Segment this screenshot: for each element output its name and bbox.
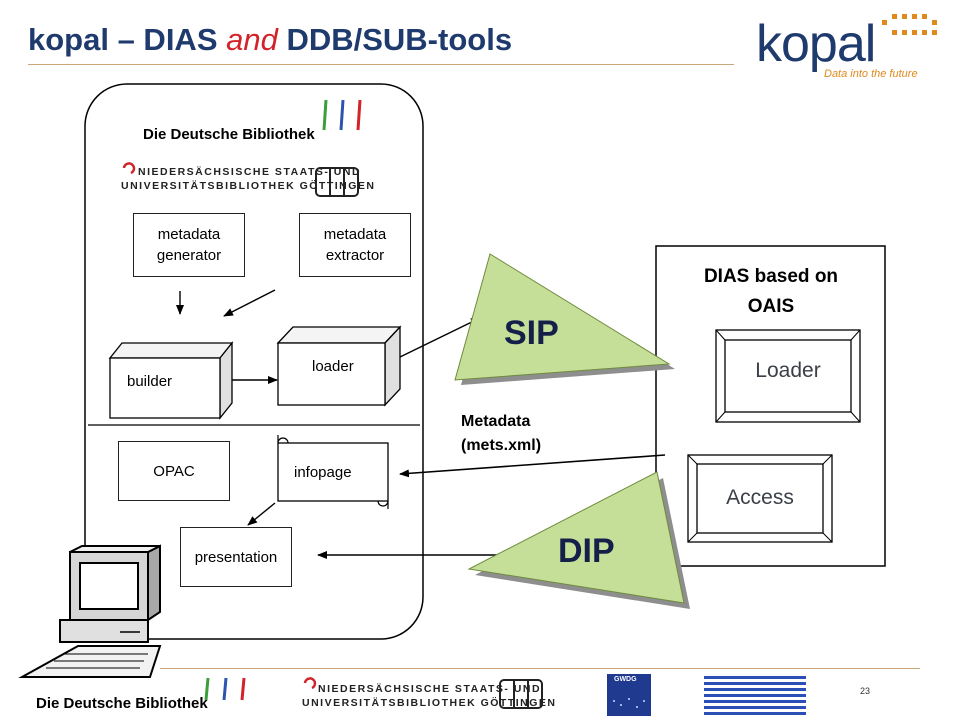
builder-box-3d [108, 341, 234, 420]
kopal-logo-dots-icon [882, 14, 937, 35]
ddb-logo-bars-icon [322, 99, 362, 131]
dias-access-frame [687, 454, 833, 543]
dias-title: DIAS based on OAIS [660, 262, 882, 322]
loader-label: loader [312, 358, 354, 375]
metadata-generator-line1: metadata [157, 226, 221, 243]
metadata-label: Metadata (mets.xml) [461, 410, 541, 458]
footer-sub-logo-icon [303, 677, 543, 709]
metadata-label-line1: Metadata [461, 413, 531, 430]
sub-logo-line1: NIEDERSÄCHSISCHE STAATS- UND [138, 166, 362, 178]
loader-box-3d [276, 325, 402, 407]
ddb-logo-name: Die Deutsche Bibliothek [143, 126, 315, 143]
footer-ddb-name: Die Deutsche Bibliothek [36, 695, 208, 712]
extractor-to-builder-arrow [223, 289, 276, 317]
kopal-logo: kopal Data into the future [756, 12, 946, 82]
page-title: kopal – DIAS and DDB/SUB-tools [28, 22, 512, 58]
dias-access-label: Access [726, 486, 794, 509]
dip-triangle [467, 471, 685, 604]
title-rule [28, 64, 734, 65]
presentation-label: presentation [194, 548, 278, 566]
sip-triangle [454, 253, 671, 381]
footer-sub-line1: NIEDERSÄCHSISCHE STAATS- UND [318, 683, 542, 695]
kopal-logo-word: kopal [756, 15, 876, 73]
title-suffix: DDB/SUB-tools [277, 22, 513, 57]
footer-sub-line2: UNIVERSITÄTSBIBLIOTHEK GÖTTINGEN [302, 697, 557, 709]
dip-label: DIP [558, 532, 615, 570]
computer-icon [18, 544, 162, 678]
metadata-extractor-line2: extractor [325, 247, 385, 264]
infopage-scroll-icon [277, 435, 389, 509]
dias-loader-frame [715, 329, 861, 423]
gwdg-logo-icon [607, 674, 651, 716]
metadata-label-line2: (mets.xml) [461, 437, 542, 454]
builder-label: builder [127, 373, 173, 390]
sub-logo-line2: UNIVERSITÄTSBIBLIOTHEK GÖTTINGEN [121, 180, 376, 192]
sip-label: SIP [504, 314, 559, 352]
metadata-generator-box: metadata generator [133, 213, 245, 277]
metadata-extractor-line1: metadata [323, 226, 387, 243]
kopal-logo-tagline: Data into the future [824, 68, 918, 80]
opac-box: OPAC [118, 441, 230, 501]
footer-ddb-bars-icon [204, 677, 246, 701]
ibm-logo-icon [704, 676, 806, 715]
opac-label: OPAC [153, 462, 195, 480]
footer-rule [160, 668, 920, 669]
footer-gwdg-label: GWDG [614, 676, 637, 683]
title-prefix: kopal – DIAS [28, 22, 227, 57]
title-italic: and [226, 22, 278, 57]
presentation-box: presentation [180, 527, 292, 587]
dias-loader-label: Loader [755, 359, 821, 382]
page-number: 23 [860, 686, 871, 696]
metadata-generator-line2: generator [156, 247, 222, 264]
loader-to-sip-arrow [399, 317, 481, 358]
dias-title-line2: OAIS [747, 296, 795, 317]
infopage-to-presentation-arrow [247, 502, 276, 526]
infopage-label: infopage [294, 464, 352, 481]
metadata-extractor-box: metadata extractor [299, 213, 411, 277]
sub-logo-icon [122, 162, 359, 197]
metadata-arrow [399, 454, 666, 478]
dias-title-line1: DIAS based on [703, 266, 839, 287]
